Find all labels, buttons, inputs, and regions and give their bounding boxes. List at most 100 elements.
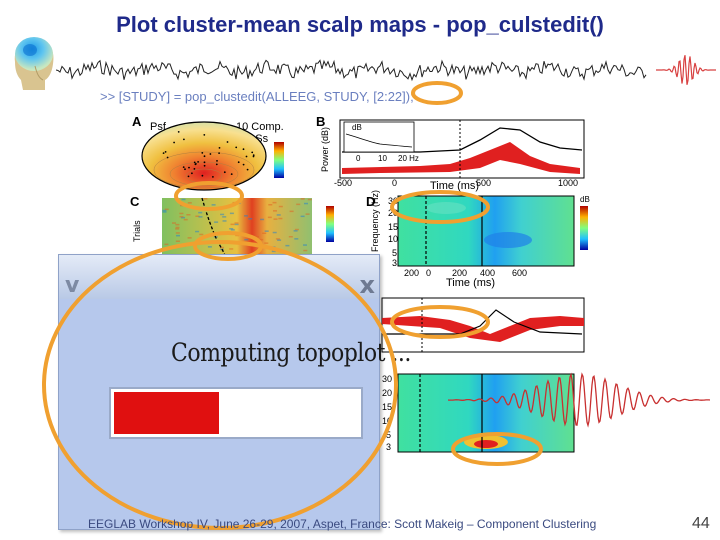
eeg-trace: [56, 59, 647, 82]
noise-speck: [207, 246, 212, 248]
noise-speck: [197, 239, 201, 242]
noise-speck: [175, 240, 180, 242]
noise-speck: [203, 198, 208, 200]
close-icon[interactable]: x: [359, 271, 375, 299]
noise-speck: [181, 245, 186, 247]
electrode-dot: [183, 138, 185, 141]
electrode-dot: [173, 141, 175, 144]
panel-d-xtick: 200: [404, 268, 419, 278]
noise-speck: [220, 213, 225, 216]
slide-title: Plot cluster-mean scalp maps - pop_culst…: [116, 12, 604, 37]
noise-speck: [271, 250, 276, 253]
noise-speck: [300, 215, 305, 218]
panel-a-comp-count: 10 Comp.: [236, 121, 284, 133]
electrode-dot: [193, 168, 196, 170]
electrode-dot: [182, 166, 185, 168]
panel-b-inset-label: dB: [352, 123, 362, 132]
noise-speck: [294, 228, 299, 231]
noise-speck: [278, 205, 283, 208]
panel-d-xtick: 200: [452, 268, 467, 278]
panel-b-inset-tick: 20 Hz: [398, 154, 419, 163]
noise-speck: [222, 220, 227, 222]
cluster-figure: A Psf 10 Comp. 10 Ss B Power (dB) dB 0 1…: [130, 114, 590, 453]
electrode-dot: [193, 161, 196, 164]
noise-speck: [162, 209, 167, 212]
noise-speck: [222, 216, 227, 218]
noise-speck: [214, 221, 219, 223]
electrode-dot: [245, 155, 248, 158]
noise-speck: [305, 213, 310, 215]
noise-speck: [164, 208, 169, 211]
panel-b-xtick: -500: [334, 178, 352, 188]
electrode-dot: [203, 164, 206, 167]
noise-speck: [303, 244, 307, 246]
electrode-dot: [164, 151, 167, 153]
electrode-dot: [223, 171, 226, 174]
electrode-dot: [187, 175, 190, 178]
panel-c-ylabel: Trials: [132, 220, 142, 242]
noise-speck: [235, 234, 240, 237]
noise-speck: [181, 198, 186, 201]
panel-d-xtick: 400: [480, 268, 495, 278]
noise-speck: [181, 216, 185, 219]
panel-d-ersp: [397, 195, 575, 267]
noise-speck: [172, 222, 176, 224]
panel-d-letter: D: [366, 194, 375, 209]
noise-speck: [272, 201, 277, 204]
noise-speck: [268, 204, 273, 206]
panel-c-colorbar: [326, 206, 334, 242]
panel-b-inset-tick: 10: [378, 154, 387, 163]
electrode-dot: [242, 148, 245, 151]
panel-d-ytick: 10: [388, 234, 398, 244]
noise-speck: [244, 238, 249, 241]
panel-d-ytick: 15: [388, 222, 398, 232]
noise-speck: [199, 233, 204, 236]
panel-e-ytick: 5: [386, 430, 391, 440]
electrode-dot: [203, 155, 206, 158]
progress-dialog: v x Computing topoplot ...: [58, 254, 411, 530]
noise-speck: [244, 215, 248, 217]
electrode-dot: [237, 161, 240, 164]
panel-d-ytick: 5: [392, 248, 397, 258]
eeg-trace-strip: [56, 55, 716, 85]
noise-speck: [285, 244, 290, 247]
electrode-dot: [197, 161, 199, 163]
noise-speck: [230, 223, 235, 226]
noise-speck: [260, 218, 265, 221]
noise-speck: [236, 202, 241, 204]
electrode-dot: [201, 152, 204, 154]
electrode-dot: [166, 156, 169, 159]
panel-d-xtick: 600: [512, 268, 527, 278]
noise-speck: [278, 217, 283, 220]
electrode-dot: [162, 152, 165, 154]
noise-speck: [264, 230, 269, 232]
electrode-dots: [162, 131, 255, 178]
progress-bar: [109, 387, 363, 439]
noise-speck: [267, 216, 272, 219]
electrode-dot: [203, 161, 206, 164]
panel-b-erp-trace: [342, 127, 583, 153]
noise-speck: [198, 211, 203, 214]
panel-d-colorbar-label: dB: [580, 195, 590, 204]
electrode-dot: [235, 146, 238, 149]
noise-speck: [195, 215, 200, 217]
noise-speck: [248, 218, 253, 220]
noise-speck: [197, 207, 202, 210]
noise-speck: [277, 239, 282, 241]
panel-b-significance: [342, 142, 580, 174]
noise-speck: [234, 222, 239, 224]
electrode-dot: [201, 174, 204, 177]
noise-speck: [186, 244, 191, 246]
panel-e-ytick: 10: [382, 416, 392, 426]
noise-speck: [175, 223, 180, 226]
noise-speck: [259, 238, 264, 241]
minimize-icon[interactable]: v: [65, 273, 80, 298]
electrode-dot: [246, 168, 249, 171]
noise-speck: [246, 235, 251, 237]
electrode-dot: [195, 163, 197, 165]
panel-b-xlabel: Time (ms): [430, 180, 479, 192]
panel-b-letter: B: [316, 114, 325, 129]
panel-c-letter: C: [130, 194, 140, 209]
electrode-dot: [191, 172, 193, 175]
noise-speck: [275, 238, 280, 240]
